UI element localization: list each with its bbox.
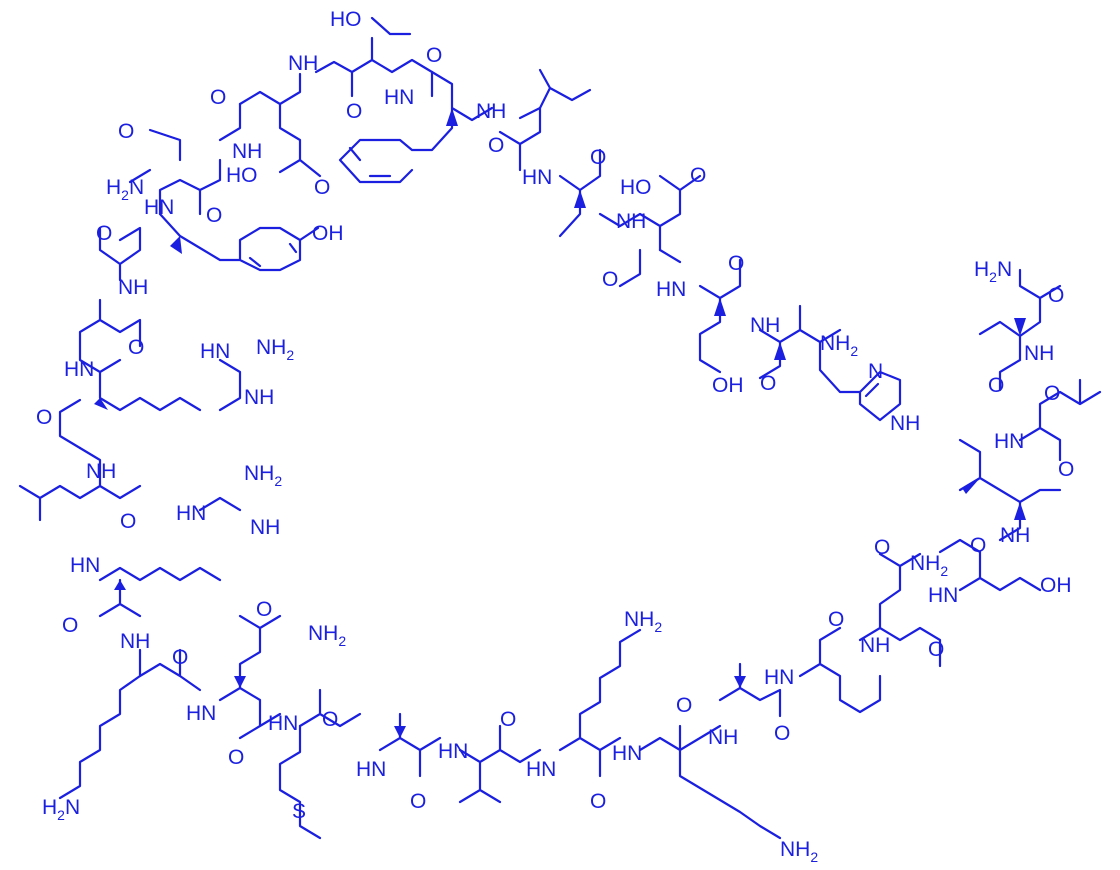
label-hn-4: HN: [200, 340, 230, 363]
label-hn-17: HN: [522, 166, 552, 189]
label-h2n-3: H2N: [974, 258, 1012, 285]
label-o-17: O: [410, 790, 426, 813]
label-nh2-5: NH2: [780, 838, 818, 865]
label-ho-thr: HO: [330, 8, 362, 31]
label-o-28: O: [1048, 284, 1064, 307]
bond-skeleton: [18, 16, 1102, 840]
label-o-20: O: [676, 694, 692, 717]
label-o-12: O: [62, 614, 78, 637]
label-o-4: O: [210, 86, 226, 109]
label-nh-8: NH: [120, 630, 150, 653]
label-hn-15: HN: [994, 430, 1024, 453]
label-nh-1: NH: [288, 52, 318, 75]
label-nh2-4: NH2: [624, 608, 662, 635]
label-h2n-1: H2N: [106, 176, 144, 203]
label-o-2: O: [426, 44, 442, 67]
label-s-met: S: [292, 800, 306, 823]
label-nh2-1: NH2: [256, 336, 294, 363]
label-hn-6: HN: [70, 554, 100, 577]
label-o-15: O: [228, 746, 244, 769]
label-o-11: O: [120, 510, 136, 533]
label-nh-7: NH: [250, 516, 280, 539]
label-hn-8: HN: [268, 712, 298, 735]
label-o-22: O: [828, 608, 844, 631]
label-o-24: O: [874, 536, 890, 559]
label-o-14: O: [256, 598, 272, 621]
label-nh2-7: NH2: [820, 332, 858, 359]
label-oh-tyr: OH: [312, 222, 344, 245]
label-hn-12: HN: [612, 742, 642, 765]
label-n-his: N: [868, 360, 883, 383]
label-nh2-3: NH2: [308, 622, 346, 649]
label-o-31: O: [602, 268, 618, 291]
label-nh-12: NH: [1024, 342, 1054, 365]
label-o-5: O: [314, 176, 330, 199]
label-o-13: O: [172, 646, 188, 669]
label-o-3: O: [488, 134, 504, 157]
label-o-8: O: [96, 222, 112, 245]
label-hn-13: HN: [764, 666, 794, 689]
label-hn-1: HN: [384, 86, 414, 109]
label-nh-3: NH: [232, 140, 262, 163]
label-nh-9: NH: [708, 726, 738, 749]
label-nh-6: NH: [86, 460, 116, 483]
label-hn-3: HN: [64, 358, 94, 381]
label-o-25: O: [970, 534, 986, 557]
label-oh-ser2: OH: [712, 374, 744, 397]
atom-labels: HO NH O HN O NH O O NH HO O O H2N HN O O…: [36, 8, 1074, 865]
label-nh-2: NH: [476, 100, 506, 123]
label-nh-his: NH: [890, 412, 920, 435]
label-oh-ser: OH: [1040, 574, 1072, 597]
label-hn-11: HN: [526, 758, 556, 781]
stereo-wedges: [94, 108, 1026, 738]
label-o-19: O: [590, 790, 606, 813]
label-o-7: O: [206, 204, 222, 227]
label-nh-10: NH: [860, 634, 890, 657]
label-hn-10: HN: [438, 740, 468, 763]
label-o-30: O: [728, 252, 744, 275]
label-o-9: O: [128, 336, 144, 359]
label-hn-2: HN: [144, 196, 174, 219]
label-nh-13: NH: [750, 314, 780, 337]
label-o-34: O: [1044, 382, 1060, 405]
label-nh2-2: NH2: [244, 462, 282, 489]
label-nh-11: NH: [1000, 524, 1030, 547]
label-hn-16: HN: [656, 278, 686, 301]
label-o-21: O: [774, 722, 790, 745]
label-o-23: O: [928, 638, 944, 661]
label-nh2-6: NH2: [910, 552, 948, 579]
label-h2n-2: H2N: [42, 796, 80, 823]
label-ho-asp2: HO: [620, 176, 652, 199]
label-o-18: O: [500, 708, 516, 731]
label-o-6: O: [118, 120, 134, 143]
label-o-26: O: [1058, 458, 1074, 481]
label-o-32: O: [690, 164, 706, 187]
label-hn-9: HN: [356, 758, 386, 781]
label-o-27: O: [988, 374, 1004, 397]
label-nh-5: NH: [244, 386, 274, 409]
label-nh-4: NH: [118, 276, 148, 299]
label-hn-14: HN: [928, 584, 958, 607]
label-hn-5: HN: [176, 502, 206, 525]
label-o-29: O: [760, 372, 776, 395]
label-o-10: O: [36, 406, 52, 429]
label-hn-7: HN: [186, 702, 216, 725]
label-nh-14: NH: [616, 210, 646, 233]
label-o-16: O: [322, 708, 338, 731]
label-o-33: O: [590, 146, 606, 169]
label-ho-asp: HO: [226, 164, 258, 187]
label-o-1: O: [346, 100, 362, 123]
